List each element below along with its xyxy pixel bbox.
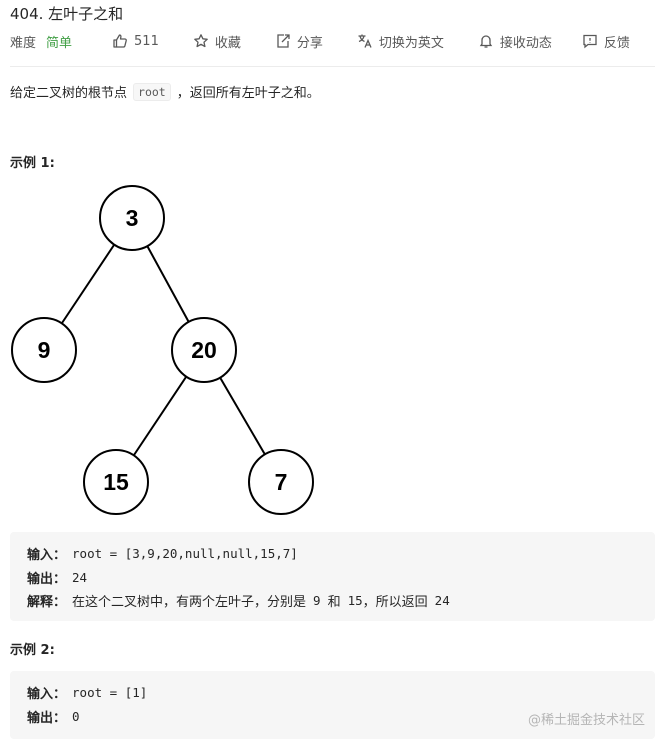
watermark: @稀土掘金技术社区 [527, 713, 645, 728]
tree-edge-n20-n7 [219, 377, 266, 455]
description-text-before: 给定二叉树的根节点 [10, 86, 128, 101]
problem-description: 给定二叉树的根节点 root ，返回所有左叶子之和。 [10, 82, 320, 101]
description-code-root: root [133, 82, 171, 101]
example-1-explain-text-1: 在这个二叉树中，有两个左叶子，分别是 [72, 595, 307, 610]
switch-language-button[interactable]: 切换为英文 [357, 32, 444, 51]
bell-icon [478, 33, 494, 49]
difficulty-value: 简单 [46, 35, 73, 51]
example-1-explain-value-3: 24 [434, 593, 450, 608]
example-1-input-line: 输入： root = [3,9,20,null,null,15,7] [27, 546, 298, 563]
example-2-output-line: 输出： 0 [27, 709, 80, 726]
share-button[interactable]: 分享 [275, 32, 323, 51]
tree-node-15: 15 [83, 449, 149, 515]
feedback-icon [582, 33, 598, 49]
example-2-output-value: 0 [72, 709, 80, 724]
tree-edge-n3-n9 [60, 244, 116, 324]
example-1-output-value: 24 [72, 570, 88, 585]
notifications-button[interactable]: 接收动态 [478, 32, 552, 51]
example-1-explain-text-2: ，所以返回 [362, 595, 428, 610]
share-icon [275, 33, 291, 49]
header-divider [10, 66, 655, 67]
like-count: 511 [134, 33, 159, 49]
description-text-after: ，返回所有左叶子之和。 [176, 86, 320, 101]
example-1-input-value: root = [3,9,20,null,null,15,7] [72, 546, 298, 561]
example-2-input-line: 输入： root = [1] [27, 685, 148, 702]
translate-icon [357, 33, 373, 49]
tree-node-7: 7 [248, 449, 314, 515]
tree-node-20: 20 [171, 317, 237, 383]
example-1-box: 输入： root = [3,9,20,null,null,15,7] 输出： 2… [10, 532, 655, 621]
example-2-box: 输入： root = [1] 输出： 0 [10, 671, 655, 739]
example-1-tree-diagram: 3 9 20 15 7 [11, 185, 314, 515]
tree-node-label: 9 [38, 337, 51, 363]
example-1-explain-and: 和 [327, 595, 341, 610]
tree-edge-n3-n20 [146, 245, 190, 323]
example-1-output-label: 输出 [27, 572, 54, 587]
example-1-title: 示例 1: [10, 156, 55, 171]
example-2-title: 示例 2: [10, 643, 55, 658]
star-icon [193, 33, 209, 49]
tree-node-label: 20 [191, 337, 217, 363]
feedback-button[interactable]: 反馈 [582, 32, 630, 51]
switch-language-label: 切换为英文 [378, 35, 444, 51]
example-1-explain-value-2: 15 [347, 593, 363, 608]
tree-edge-n20-n15 [132, 376, 188, 456]
favorite-label: 收藏 [214, 35, 241, 51]
problem-title: 404. 左叶子之和 [10, 5, 124, 23]
example-2-input-label: 输入 [27, 687, 54, 702]
tree-node-label: 3 [126, 205, 139, 231]
thumbs-up-icon [112, 33, 128, 49]
like-button[interactable]: 511 [112, 33, 159, 49]
feedback-label: 反馈 [603, 35, 630, 51]
difficulty-label: 难度 [10, 35, 37, 51]
problem-meta-bar: 难度 简单 511 收藏 分享 切换为英文 接收动态 反馈 [10, 31, 630, 51]
example-2-input-value: root = [1] [72, 685, 148, 700]
tree-node-9: 9 [11, 317, 77, 383]
favorite-button[interactable]: 收藏 [193, 32, 241, 51]
example-1-input-label: 输入 [27, 548, 54, 563]
example-2-output-label: 输出 [27, 711, 54, 726]
share-label: 分享 [296, 35, 323, 51]
notifications-label: 接收动态 [499, 35, 552, 51]
tree-node-label: 7 [275, 469, 288, 495]
tree-node-3: 3 [99, 185, 165, 251]
example-1-explain-label: 解释 [27, 595, 54, 610]
example-1-explanation-line: 解释： 在这个二叉树中，有两个左叶子，分别是 9 和 15 ，所以返回 24 [27, 593, 450, 610]
example-1-output-line: 输出： 24 [27, 570, 88, 587]
example-1-explain-value-1: 9 [313, 593, 321, 608]
tree-node-label: 15 [103, 469, 129, 495]
